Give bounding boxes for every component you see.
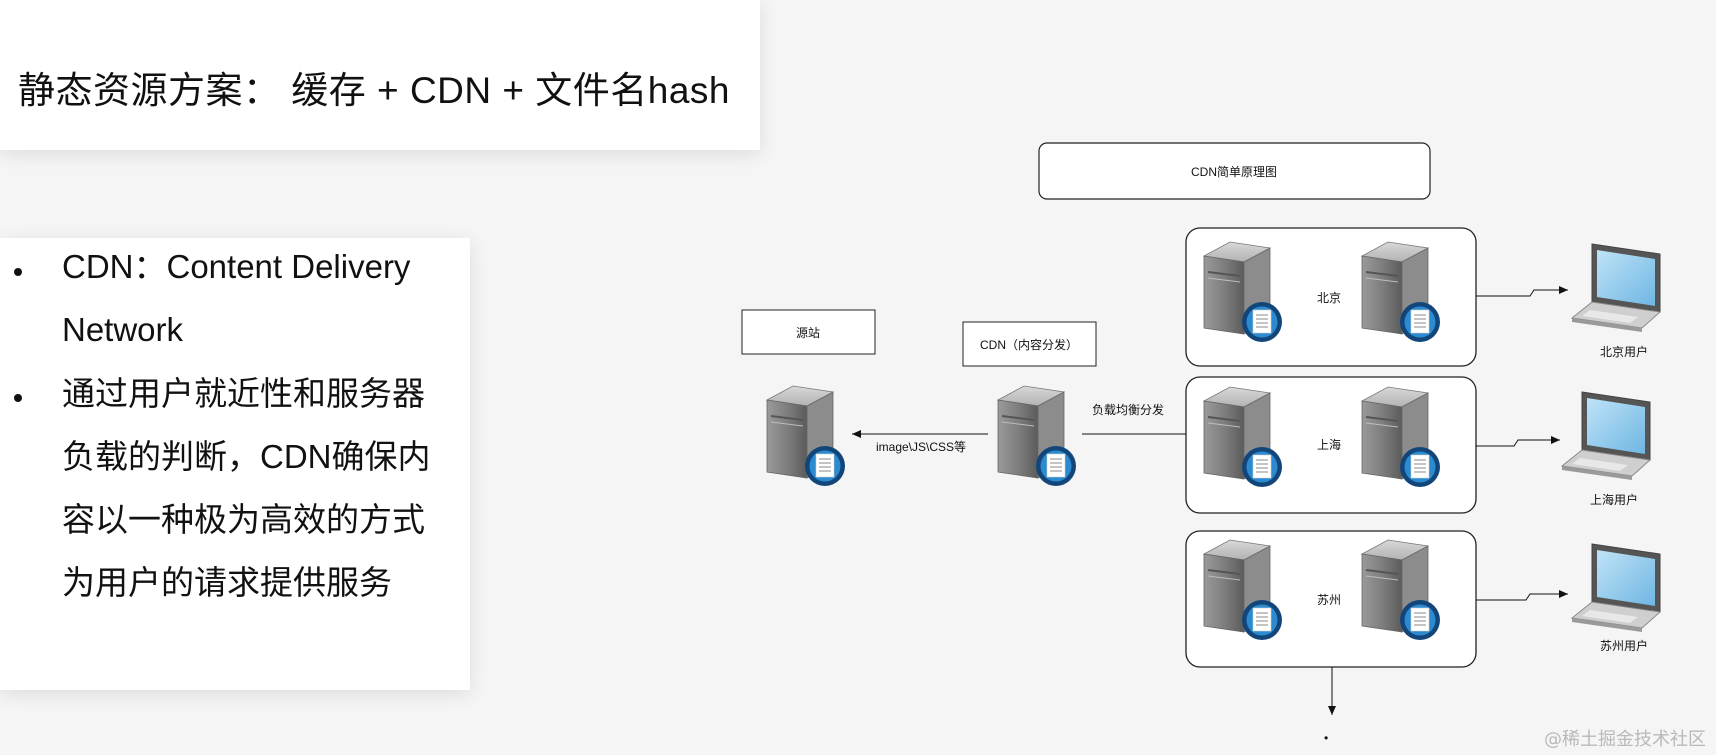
bullet-text: 通过用户就近性和服务器负载的判断，CDN确保内容以一种极为高效的方式为用户的请求… — [62, 375, 431, 601]
cdn-label-box — [962, 321, 1097, 367]
origin-arrow-label: image\JS\CSS等 — [876, 440, 966, 454]
user-arrow — [1476, 590, 1568, 601]
origin-label-box — [741, 309, 876, 355]
origin-server-icon — [766, 385, 846, 487]
edge-server-icon — [1203, 539, 1283, 641]
edge-server-icon — [1361, 386, 1441, 488]
diagram-title: CDN简单原理图 — [1191, 165, 1277, 179]
watermark: @稀土掘金技术社区 — [1544, 729, 1706, 750]
edge-server-icon — [1361, 241, 1441, 343]
cdn-label: CDN（内容分发） — [980, 337, 1078, 352]
laptop-icon — [1571, 543, 1661, 633]
edge-server-icon — [1203, 241, 1283, 343]
node-city: 上海 — [1317, 437, 1341, 452]
bullet-list: CDN：Content Delivery Network 通过用户就近性和服务器… — [0, 238, 470, 690]
slide-title: 静态资源方案： 缓存 + CDN + 文件名hash — [18, 70, 731, 111]
balance-label: 负载均衡分发 — [1092, 402, 1164, 417]
laptop-icon — [1571, 243, 1661, 333]
user-arrow — [1476, 286, 1568, 297]
bullet-dot — [14, 394, 22, 402]
node-city: 苏州 — [1317, 593, 1341, 607]
user-label: 苏州用户 — [1600, 638, 1648, 653]
laptop-icon — [1561, 391, 1651, 481]
bullet-text: CDN：Content Delivery Network — [62, 248, 411, 348]
user-label: 北京用户 — [1600, 344, 1648, 359]
diagram-title-box — [1038, 142, 1431, 200]
user-arrow — [1476, 436, 1560, 447]
cdn-server-icon — [997, 385, 1077, 487]
edge-server-icon — [1203, 386, 1283, 488]
node-city: 北京 — [1317, 291, 1341, 305]
more-dot: • — [1324, 731, 1328, 745]
title-card: 静态资源方案： 缓存 + CDN + 文件名hash — [0, 0, 760, 150]
user-label: 上海用户 — [1590, 492, 1638, 507]
edge-server-icon — [1361, 539, 1441, 641]
origin-label: 源站 — [796, 326, 820, 340]
bullet-dot — [14, 268, 22, 276]
